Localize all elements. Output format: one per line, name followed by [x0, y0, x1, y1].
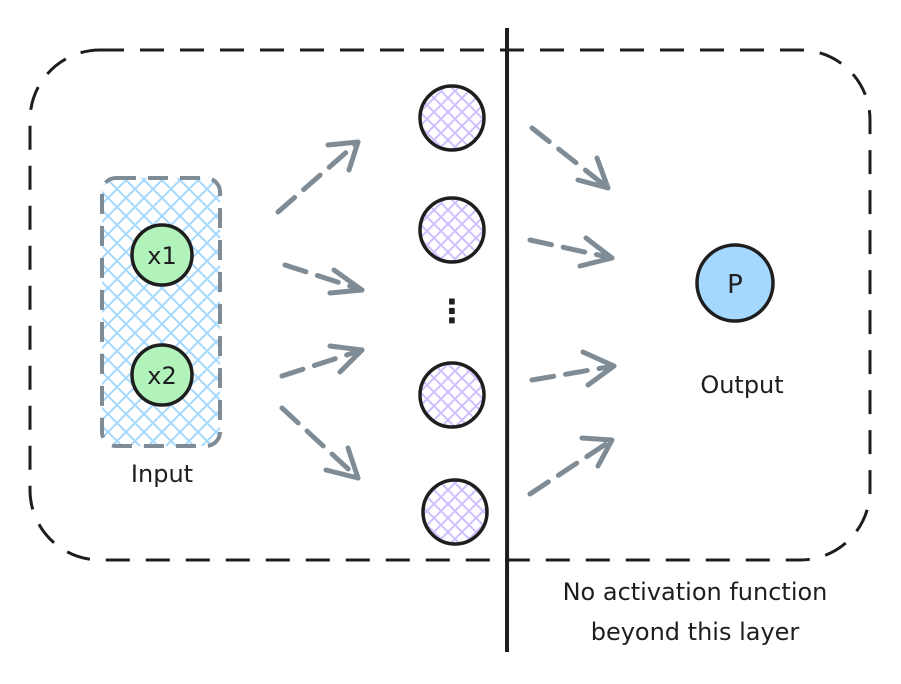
arrow-3 — [279, 347, 365, 379]
arrow-8-head — [579, 435, 615, 469]
output-node: P — [695, 243, 775, 323]
note-line-2: beyond this layer — [591, 618, 800, 646]
arrow-2-head — [327, 267, 365, 296]
hidden-ellipsis: ⋮ — [436, 292, 468, 330]
arrow-7 — [529, 363, 617, 383]
input-node-x1: x1 — [130, 223, 194, 287]
arrows-input-to-hidden — [275, 139, 365, 481]
arrow-2 — [282, 262, 365, 293]
arrow-4 — [279, 405, 361, 481]
arrow-1-head — [325, 139, 361, 173]
hidden-node-2 — [418, 196, 486, 264]
arrow-6 — [527, 237, 615, 261]
arrow-8 — [527, 437, 615, 497]
arrow-1 — [275, 139, 361, 215]
input-label: Input — [131, 460, 193, 488]
arrow-5-head — [575, 155, 611, 191]
input-node-x2-label: x2 — [147, 362, 176, 390]
arrow-6-head — [577, 235, 615, 269]
hidden-node-4 — [421, 478, 489, 546]
hidden-node-1 — [418, 84, 486, 152]
arrow-7-head — [580, 349, 617, 388]
hidden-node-3 — [418, 361, 486, 429]
model-boundary — [28, 48, 872, 562]
input-node-x2: x2 — [130, 343, 194, 407]
arrows-hidden-to-output — [527, 125, 617, 497]
arrow-5 — [529, 125, 611, 191]
arrow-4-head — [323, 445, 361, 481]
output-label: Output — [700, 371, 783, 399]
arrow-3-head — [327, 343, 365, 375]
input-node-x1-label: x1 — [147, 242, 176, 270]
layer-separator-line — [504, 27, 510, 653]
output-node-label: P — [727, 270, 743, 300]
note-line-1: No activation function — [563, 578, 828, 606]
